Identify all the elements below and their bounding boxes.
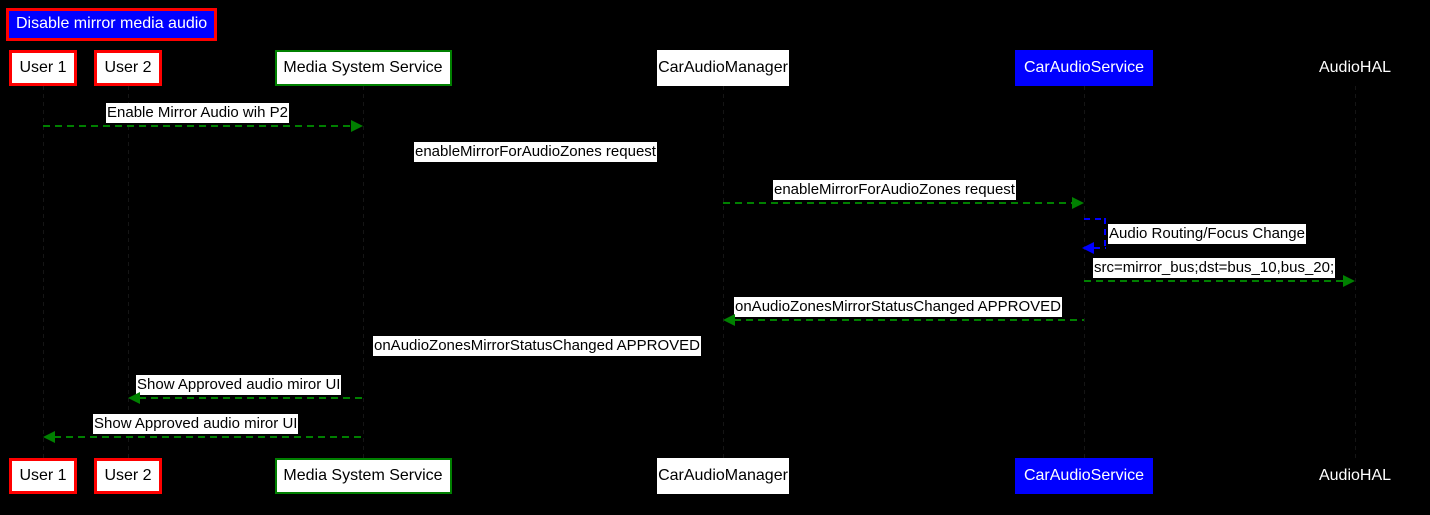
message-label-2: enableMirrorForAudioZones request <box>414 142 657 162</box>
message-label-9: Show Approved audio miror UI <box>93 414 299 434</box>
lifeline-carAudioManager <box>723 86 724 458</box>
self-message-4-right <box>1104 218 1106 247</box>
participant-label: CarAudioManager <box>658 467 788 484</box>
message-arrowhead-6 <box>723 314 735 326</box>
message-line-6 <box>734 319 1084 321</box>
message-arrowhead-9 <box>43 431 55 443</box>
lifeline-carAudioService <box>1084 86 1085 458</box>
participant-label: User 1 <box>19 467 67 484</box>
lifeline-user1 <box>43 86 44 458</box>
message-label-7: onAudioZonesMirrorStatusChanged APPROVED <box>373 336 702 356</box>
message-label-8: Show Approved audio miror UI <box>136 375 342 395</box>
message-label-4: Audio Routing/Focus Change <box>1108 224 1306 244</box>
message-label-3: enableMirrorForAudioZones request <box>773 180 1016 200</box>
participant-audioHAL-bottom[interactable]: AudioHAL <box>1315 458 1395 494</box>
participant-carAudioService-top[interactable]: CarAudioService <box>1015 50 1153 86</box>
participant-user1-bottom[interactable]: User 1 <box>9 458 77 494</box>
participant-carAudioManager-top[interactable]: CarAudioManager <box>657 50 789 86</box>
message-arrowhead-5 <box>1343 275 1355 287</box>
message-label-5: src=mirror_bus;dst=bus_10,bus_20; <box>1093 258 1336 278</box>
participant-carAudioService-bottom[interactable]: CarAudioService <box>1015 458 1153 494</box>
message-line-8 <box>139 397 363 399</box>
participant-label: User 2 <box>104 467 152 484</box>
participant-label: CarAudioService <box>1023 59 1145 76</box>
participant-user2-top[interactable]: User 2 <box>94 50 162 86</box>
self-message-4-arrowhead <box>1082 242 1094 254</box>
participant-label: User 1 <box>19 59 67 76</box>
participant-audioHAL-top[interactable]: AudioHAL <box>1315 50 1395 86</box>
message-arrowhead-3 <box>1072 197 1084 209</box>
participant-carAudioManager-bottom[interactable]: CarAudioManager <box>657 458 789 494</box>
message-arrowhead-1 <box>351 120 363 132</box>
lifeline-user2 <box>128 86 129 458</box>
self-message-4-bottom <box>1094 247 1106 249</box>
participant-label: CarAudioService <box>1023 467 1145 484</box>
message-label-1: Enable Mirror Audio wih P2 <box>106 103 289 123</box>
message-line-5 <box>1084 280 1344 282</box>
lifeline-mediaSystemService <box>363 86 364 458</box>
message-line-1 <box>43 125 352 127</box>
participant-mediaSystemService-bottom[interactable]: Media System Service <box>274 458 452 494</box>
participant-label: AudioHAL <box>1318 59 1392 76</box>
participant-label: Media System Service <box>283 467 443 484</box>
participant-label: User 2 <box>104 59 152 76</box>
self-message-4-top <box>1084 218 1106 220</box>
participant-user1-top[interactable]: User 1 <box>9 50 77 86</box>
participant-user2-bottom[interactable]: User 2 <box>94 458 162 494</box>
participant-mediaSystemService-top[interactable]: Media System Service <box>274 50 452 86</box>
message-line-3 <box>723 202 1073 204</box>
message-label-6: onAudioZonesMirrorStatusChanged APPROVED <box>734 297 1063 317</box>
participant-label: Media System Service <box>283 59 443 76</box>
participant-label: AudioHAL <box>1318 467 1392 484</box>
diagram-title-note: Disable mirror media audio <box>6 8 218 41</box>
message-arrowhead-8 <box>128 392 140 404</box>
lifeline-audioHAL <box>1355 86 1356 458</box>
diagram-title-text: Disable mirror media audio <box>16 15 208 32</box>
participant-label: CarAudioManager <box>658 59 788 76</box>
message-line-9 <box>54 436 363 438</box>
